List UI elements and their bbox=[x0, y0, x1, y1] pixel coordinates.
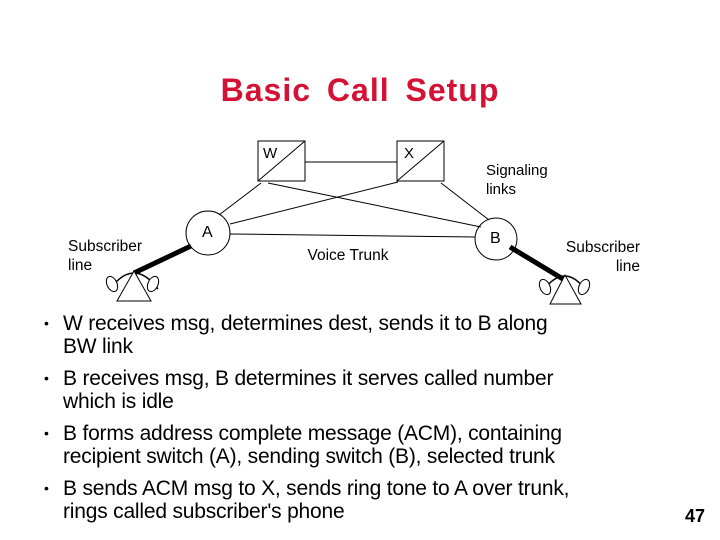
subscriber-line-left-label: Subscriber line bbox=[68, 238, 143, 274]
subscriber-line-right bbox=[508, 244, 565, 282]
phone-icon-left bbox=[105, 269, 160, 302]
voice-trunk-line bbox=[229, 233, 476, 238]
slide-title: Basic Call Setup bbox=[220, 72, 500, 108]
subscriber-line-right-label: Subscriber line bbox=[565, 239, 640, 275]
link-a-x bbox=[229, 181, 399, 225]
stp-x-label: X bbox=[404, 145, 415, 162]
stp-x-diagonal bbox=[396, 140, 445, 182]
bullet-line: B receives msg, B determines it serves c… bbox=[63, 367, 554, 390]
switch-b-label: B bbox=[490, 230, 501, 247]
bullet-text: B forms address complete message (ACM), … bbox=[63, 422, 562, 468]
bullet-marker: • bbox=[44, 315, 49, 331]
bullet-marker: • bbox=[44, 425, 49, 441]
stp-w-label: W bbox=[263, 145, 278, 162]
link-x-b bbox=[440, 182, 490, 221]
switch-b-circle bbox=[474, 217, 518, 261]
bullet-line: rings called subscriber's phone bbox=[63, 500, 345, 523]
signaling-links-label: Signaling links bbox=[486, 162, 548, 198]
bullet-line: B sends ACM msg to X, sends ring tone to… bbox=[63, 477, 570, 500]
bullet-item-3: • B forms address complete message (ACM)… bbox=[44, 422, 708, 468]
bullet-text: B receives msg, B determines it serves c… bbox=[63, 367, 554, 413]
stp-w-diagonal bbox=[257, 140, 306, 182]
switch-a-label: A bbox=[202, 224, 213, 241]
phone-icon-right bbox=[538, 273, 591, 305]
page-number: 47 bbox=[684, 506, 705, 526]
bullet-line: W receives msg, determines dest, sends i… bbox=[63, 312, 548, 335]
bullet-item-1: • W receives msg, determines dest, sends… bbox=[44, 312, 708, 358]
switch-a-circle bbox=[185, 210, 231, 256]
stp-x-box bbox=[396, 140, 445, 182]
bullet-line: recipient switch (A), sending switch (B)… bbox=[63, 445, 555, 468]
subscriber-line-left bbox=[132, 243, 193, 276]
bullet-text: B sends ACM msg to X, sends ring tone to… bbox=[63, 477, 569, 523]
bullet-item-2: • B receives msg, B determines it serves… bbox=[44, 367, 708, 413]
bullet-list: • W receives msg, determines dest, sends… bbox=[44, 312, 708, 532]
voice-trunk-label: Voice Trunk bbox=[307, 247, 389, 264]
link-w-b bbox=[267, 182, 482, 228]
bullet-line: BW link bbox=[63, 335, 133, 358]
bullet-line: which is idle bbox=[63, 390, 174, 413]
link-a-w bbox=[218, 182, 262, 216]
bullet-line: B forms address complete message (ACM), … bbox=[63, 422, 562, 445]
bullet-marker: • bbox=[44, 480, 49, 496]
stp-w-box bbox=[257, 140, 306, 182]
bullet-marker: • bbox=[44, 370, 49, 386]
bullet-text: W receives msg, determines dest, sends i… bbox=[63, 312, 548, 358]
bullet-item-4: • B sends ACM msg to X, sends ring tone … bbox=[44, 477, 708, 523]
